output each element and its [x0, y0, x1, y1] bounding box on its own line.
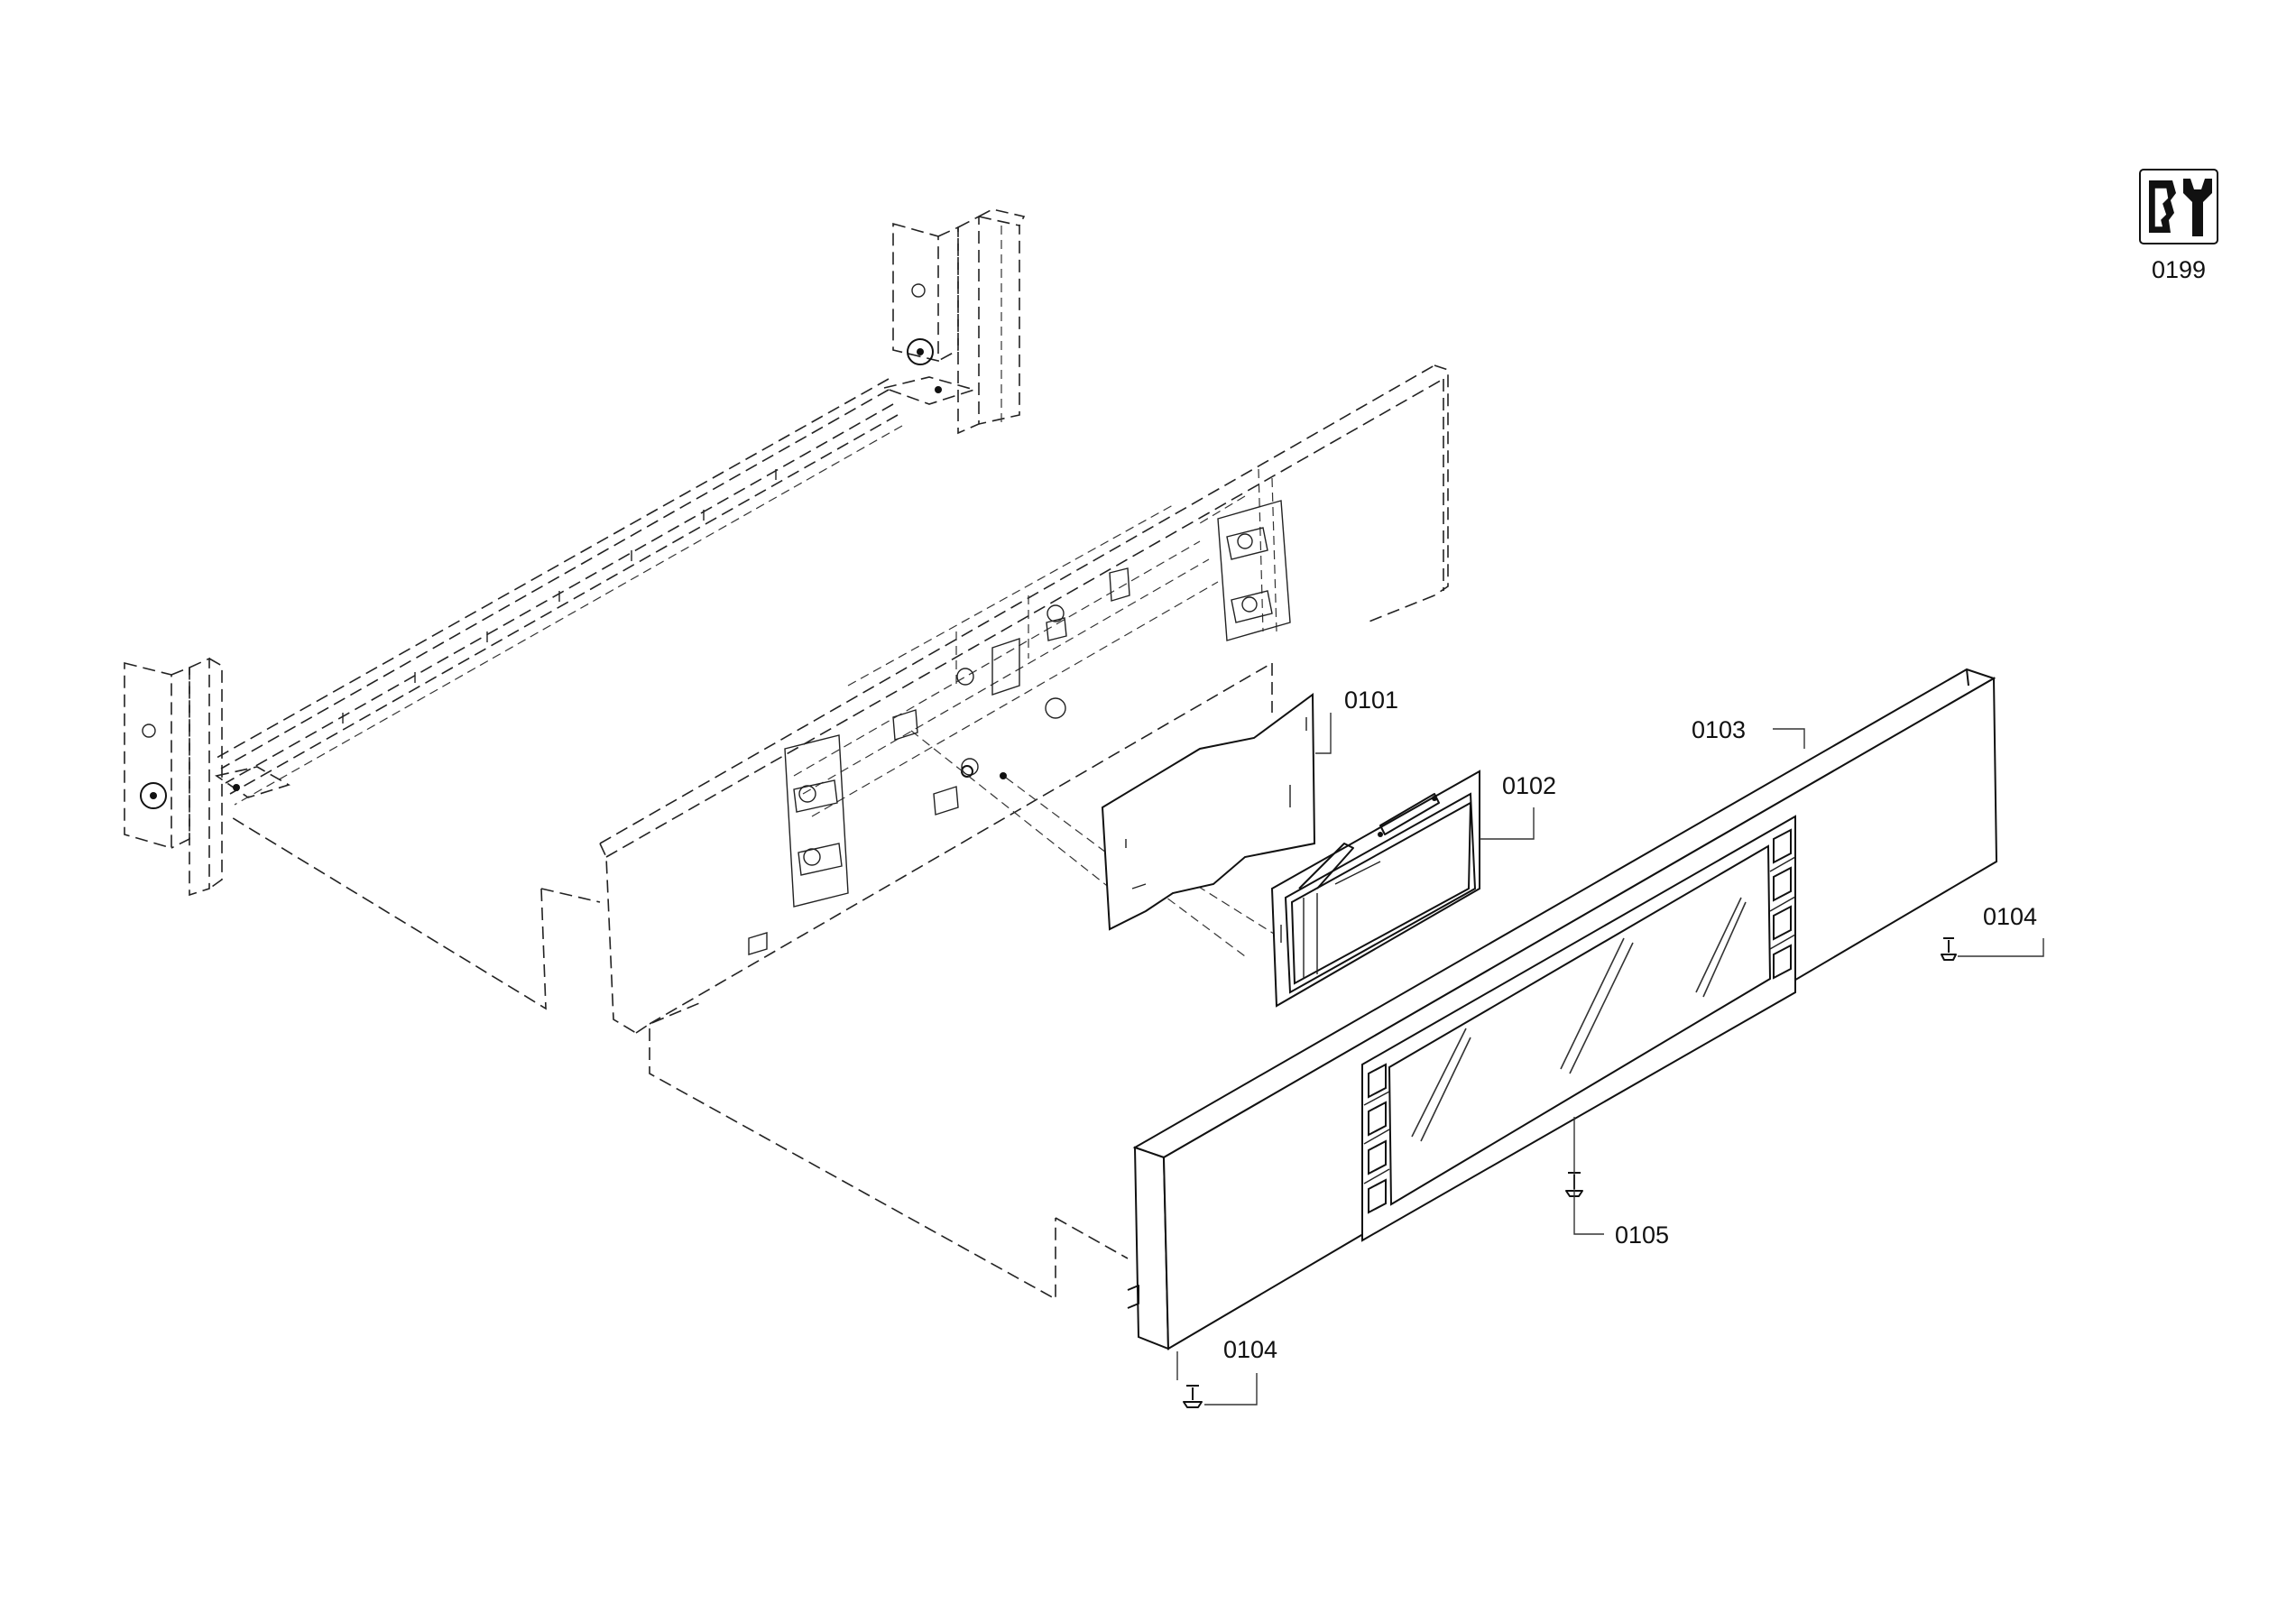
rear-bracket [881, 208, 1026, 435]
label-0104-right: 0104 [1983, 903, 2037, 930]
front-bracket [124, 657, 290, 897]
part-0102-electronic-module [1270, 770, 1480, 1008]
label-0101: 0101 [1344, 687, 1398, 714]
leader-lines [1176, 713, 2044, 1406]
part-0103-front-panel [1127, 668, 1998, 1350]
service-wrench-icon [2139, 169, 2218, 244]
label-0102: 0102 [1502, 772, 1556, 799]
part-0104-screw-right [1941, 937, 1957, 961]
label-0199: 0199 [2152, 256, 2206, 283]
label-0104-bottom: 0104 [1223, 1336, 1277, 1363]
part-0104-screw-bottom [1183, 1385, 1203, 1408]
left-rail [216, 378, 903, 806]
label-0105: 0105 [1615, 1221, 1669, 1249]
label-0103: 0103 [1692, 716, 1746, 743]
control-panel-frame [229, 364, 1449, 1301]
part-0101-cover-plate [1101, 693, 1316, 931]
